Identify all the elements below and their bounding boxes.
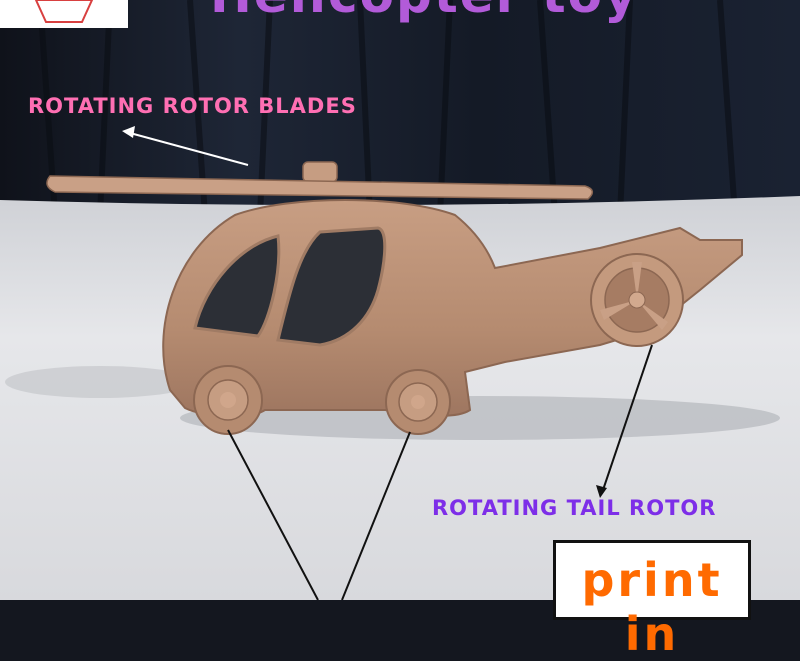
rotor-blades (46, 175, 594, 200)
curtain-folds (37, 0, 738, 216)
tail-rotor-label: ROTATING TAIL ROTOR (432, 496, 717, 520)
rear-wheel (385, 369, 451, 435)
logo (0, 0, 128, 28)
left-shadow (5, 366, 195, 398)
tail-arrow (596, 344, 653, 498)
page-title: Helicopter toy (210, 0, 639, 24)
cockpit-window-front (193, 234, 281, 338)
rotor-mast (302, 161, 338, 183)
toy-photo (0, 0, 800, 600)
front-wheel (193, 365, 263, 435)
tail-rotor (590, 253, 684, 347)
wheel-lines (227, 429, 411, 600)
print-badge-text: print in (581, 553, 723, 661)
print-badge: print in (553, 540, 751, 661)
cockpit-window-rear (276, 226, 387, 347)
rotor-arrow (122, 126, 249, 166)
rotor-blades-label: ROTATING ROTOR BLADES (28, 94, 357, 118)
